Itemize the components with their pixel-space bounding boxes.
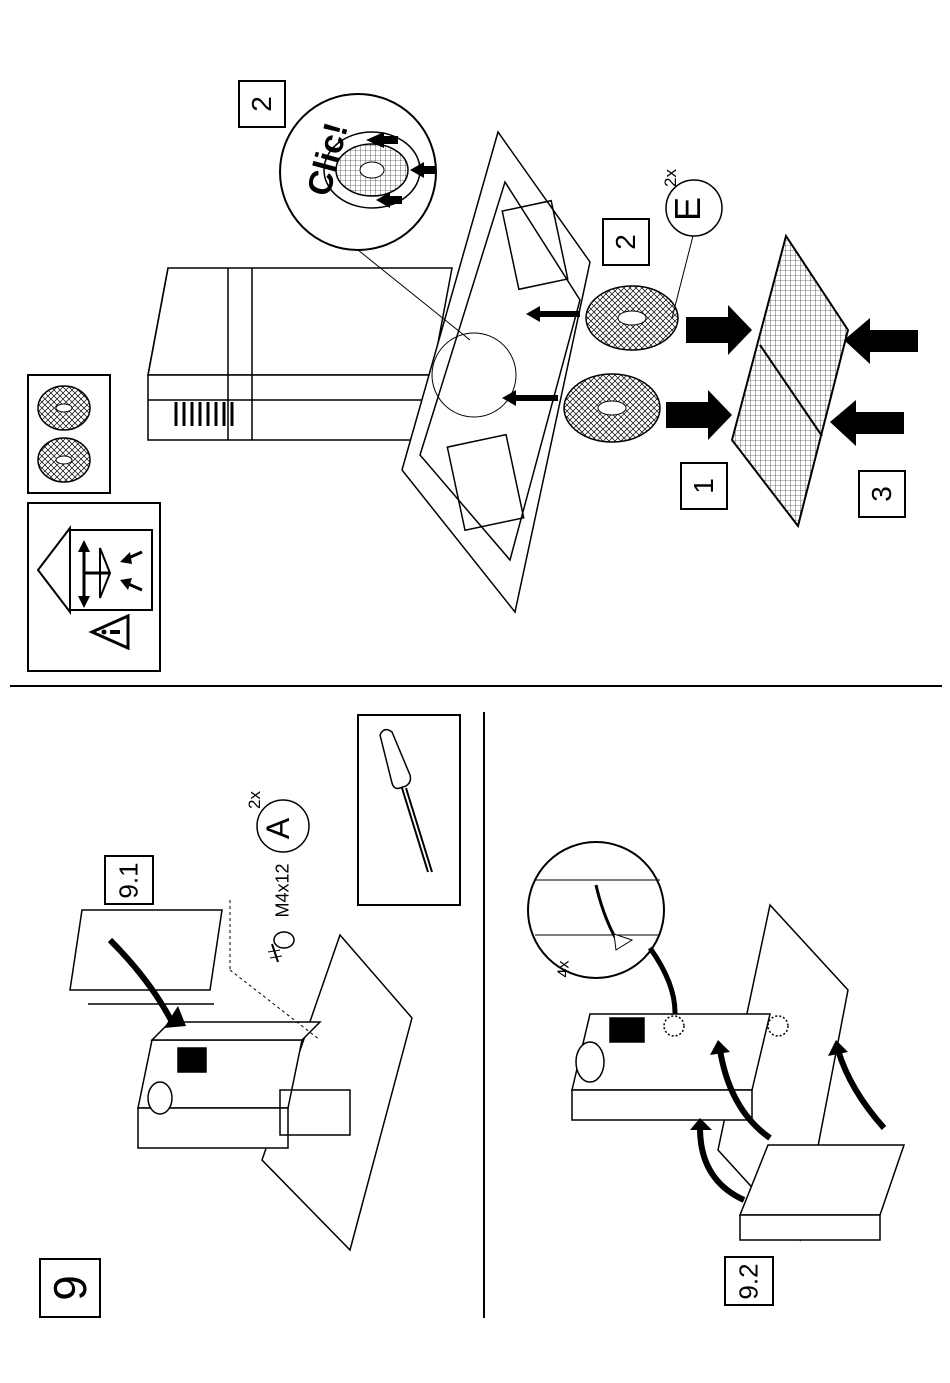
screw-spec-label: M4x12 xyxy=(273,863,294,917)
callout-3: 3 xyxy=(866,486,898,502)
callout-2-filter: 2 xyxy=(610,234,642,250)
sub-step-9-2-label: 9.2 xyxy=(734,1263,765,1299)
step-number-box: 9 xyxy=(39,1258,101,1318)
callout-1-box: 1 xyxy=(680,462,728,510)
warning-icon xyxy=(28,503,160,671)
filter-thumbnail-icon xyxy=(28,375,110,493)
hood-chimney xyxy=(148,268,452,440)
callout-3-box: 3 xyxy=(858,470,906,518)
screwdriver-icon xyxy=(358,715,460,905)
fastener-detail-circle xyxy=(528,842,682,1034)
chimney-section-9-1 xyxy=(70,910,412,1250)
sub-step-9-1-label: 9.1 xyxy=(114,862,145,898)
filter-part-letter: E xyxy=(667,197,709,221)
screw-icon xyxy=(268,932,294,962)
sub-step-9-1-box: 9.1 xyxy=(104,855,154,905)
screw-quantity: 2x xyxy=(245,791,265,809)
callout-2-filter-box: 2 xyxy=(602,218,650,266)
callout-1: 1 xyxy=(688,478,720,494)
round-filter xyxy=(564,286,678,442)
step-number: 9 xyxy=(43,1275,97,1301)
screw-part-letter: A xyxy=(260,818,297,839)
sub-step-9-2-box: 9.2 xyxy=(724,1256,774,1306)
fastener-count: 4x xyxy=(555,961,573,978)
filter-part-quantity: 2x xyxy=(661,169,681,187)
callout-2-top-box: 2 xyxy=(238,80,286,128)
panel-filter xyxy=(732,236,848,526)
callout-2-top: 2 xyxy=(246,96,278,112)
